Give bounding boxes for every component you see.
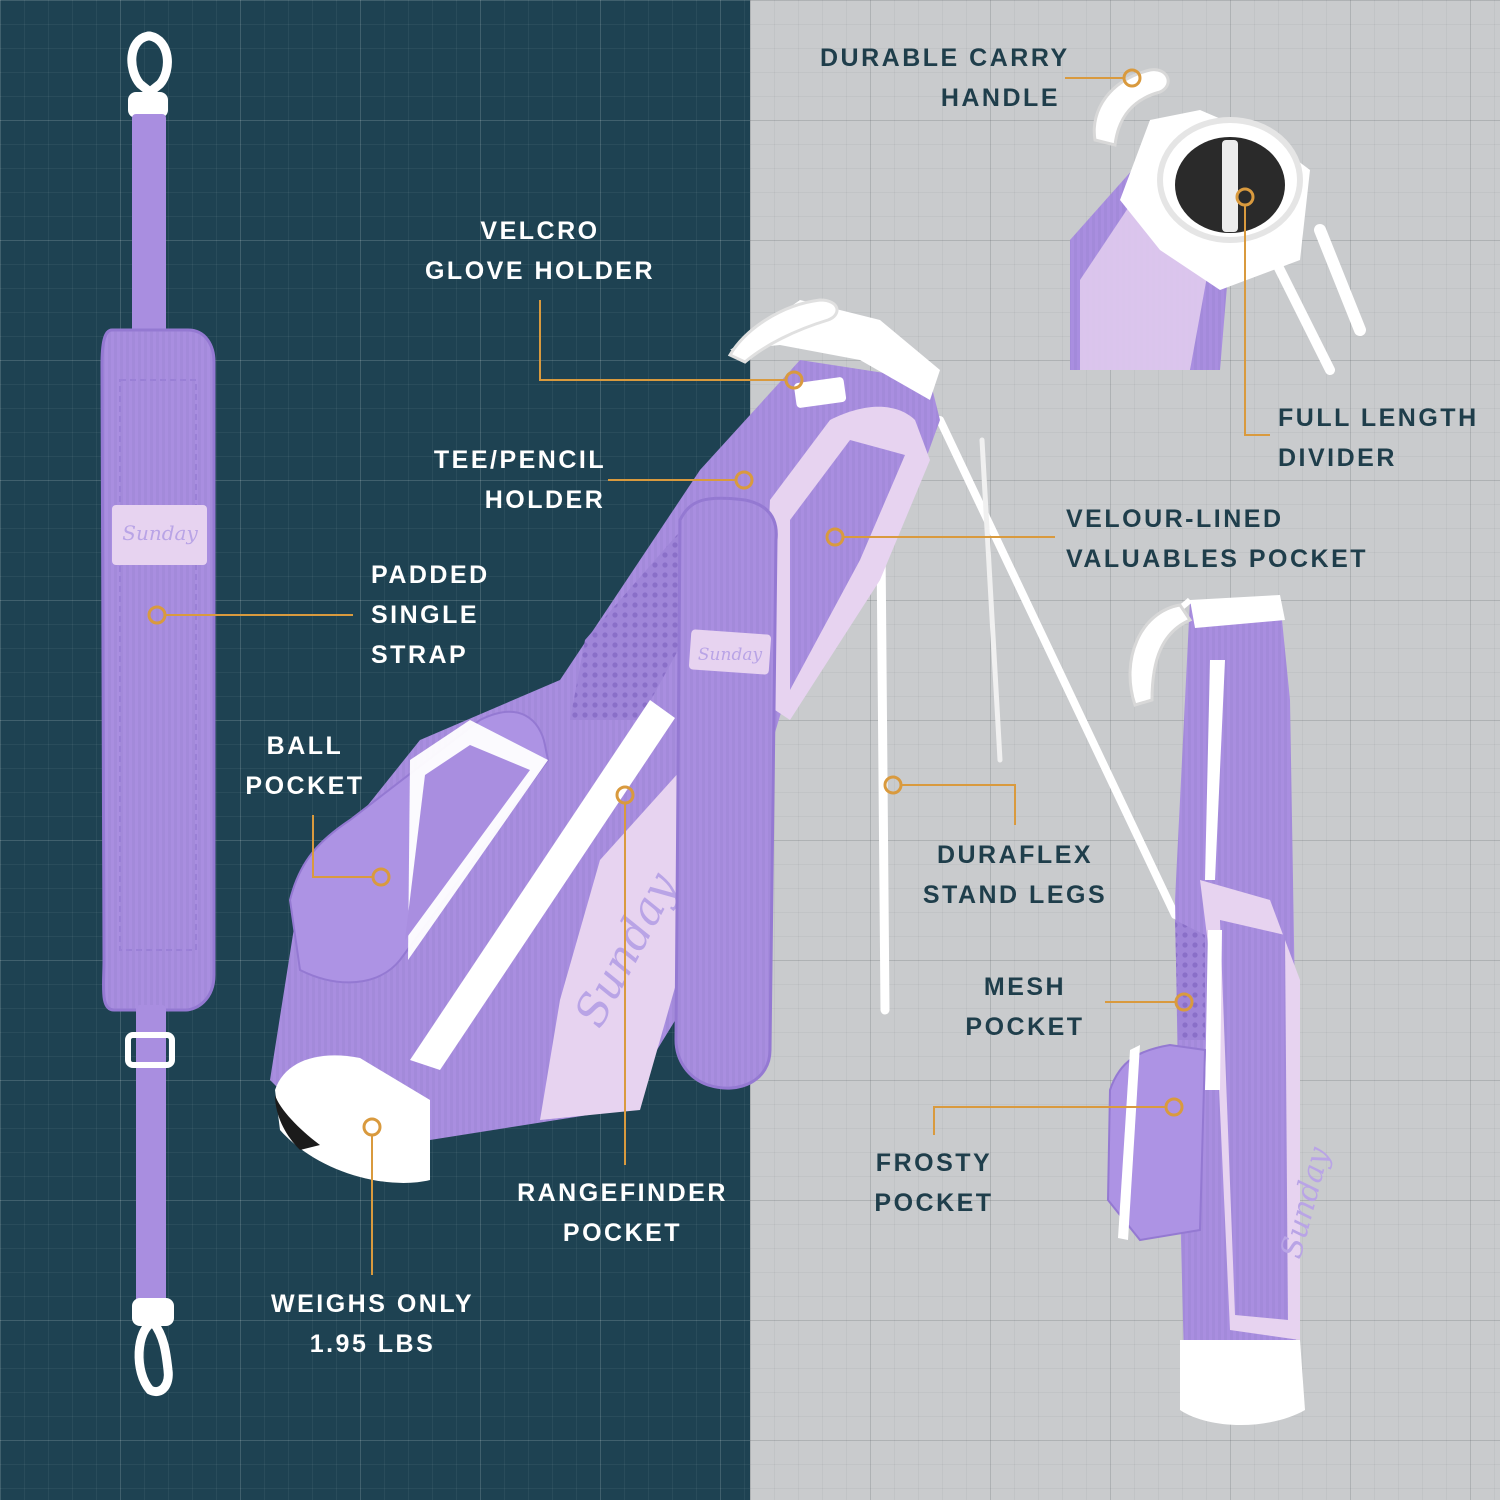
strap-webbing-bottom	[136, 1005, 166, 1305]
rangefinder-pocket-zipper	[410, 700, 675, 1070]
mesh-pocket	[570, 520, 700, 720]
top-view-inset	[1070, 68, 1366, 375]
callout-dot-frosty	[1164, 1097, 1184, 1117]
label-ball-pocket: BALL POCKET	[245, 732, 365, 800]
top-clip-icon	[127, 31, 172, 118]
label-velour-lined-pocket: VELOUR-LINED VALUABLES POCKET	[1066, 505, 1369, 573]
bag-strap-pad	[674, 496, 778, 1090]
callout-dots	[147, 68, 1255, 1137]
bottom-clip-icon	[132, 1298, 174, 1396]
label-mesh-pocket: MESH POCKET	[965, 973, 1085, 1041]
side-mesh-pocket	[1175, 920, 1205, 1040]
main-bag: Sunday Sunday	[270, 298, 1179, 1183]
label-rangefinder-pocket: RANGEFINDER POCKET	[517, 1179, 728, 1247]
strap-logo-patch	[112, 505, 207, 565]
strap-pad	[100, 328, 216, 1012]
bag-strap-patch	[688, 629, 772, 675]
callout-lines	[165, 77, 1270, 1275]
callout-dot-divider	[1235, 187, 1255, 207]
label-velcro-glove-holder: VELCRO GLOVE HOLDER	[424, 217, 655, 285]
callout-line-frosty	[933, 1106, 1166, 1135]
callout-dot-ball-pocket	[371, 867, 391, 887]
callout-dot-legs	[883, 775, 903, 795]
callout-dot-carry-handle	[1122, 68, 1142, 88]
carry-handle	[727, 298, 839, 364]
callout-dot-strap	[147, 605, 167, 625]
label-durable-carry-handle: DURABLE CARRY HANDLE	[820, 44, 1070, 112]
side-bag: Sunday	[1106, 595, 1337, 1425]
strap-buckle	[125, 1032, 175, 1068]
label-weight: WEIGHS ONLY 1.95 LBS	[271, 1290, 474, 1358]
shoulder-strap: Sunday	[100, 31, 216, 1396]
label-full-length-divider: FULL LENGTH DIVIDER	[1278, 404, 1479, 472]
bag-top-patch	[794, 377, 847, 408]
bag-base	[275, 1055, 430, 1183]
label-padded-single-strap: PADDED SINGLE STRAP	[371, 561, 490, 669]
callout-dot-mesh	[1174, 992, 1194, 1012]
stand-leg-2	[936, 416, 1179, 919]
callout-dot-weight	[362, 1117, 382, 1137]
callout-line-divider	[1244, 205, 1270, 436]
label-tee-pencil-holder: TEE/PENCIL HOLDER	[433, 446, 607, 514]
inset-handle	[1092, 68, 1170, 147]
callout-dot-tee-holder	[734, 470, 754, 490]
callout-dot-rangefinder	[615, 785, 635, 805]
bag-lilac-panel	[540, 760, 700, 1120]
callout-line-ball-pocket	[312, 815, 373, 878]
label-duraflex-stand-legs: DURAFLEX STAND LEGS	[922, 841, 1108, 909]
callout-dot-velour	[825, 527, 845, 547]
callout-line-legs	[900, 784, 1016, 825]
side-bag-handle	[1128, 603, 1193, 707]
label-frosty-pocket: FROSTY POCKET	[874, 1149, 994, 1217]
strap-logo: Sunday	[122, 521, 198, 545]
strap-webbing-top	[132, 114, 166, 334]
bag-strap-logo: Sunday	[698, 645, 763, 665]
callout-dot-glove-holder	[784, 370, 804, 390]
callout-line-glove-holder	[539, 300, 786, 381]
